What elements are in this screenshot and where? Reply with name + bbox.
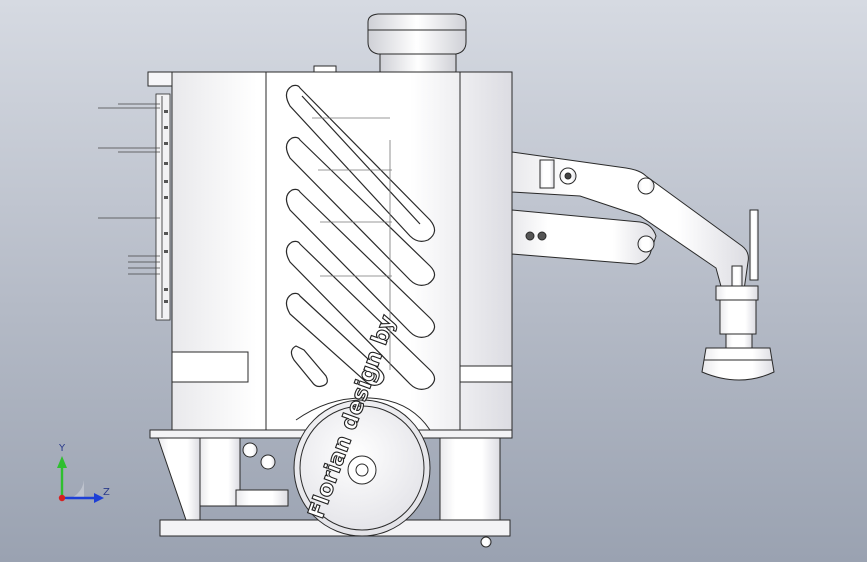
arm-linkage [511,151,759,291]
base-frame [149,429,513,548]
y-axis-label: Y [59,443,66,454]
diagonal-slots [285,84,436,390]
z-axis-label: Z [103,487,110,498]
orientation-triad [57,456,104,503]
circuit-board [98,93,171,321]
suction-cup [701,265,775,381]
engraved-wheel [293,397,431,537]
top-cap [313,13,467,75]
x-axis-point [58,494,66,502]
